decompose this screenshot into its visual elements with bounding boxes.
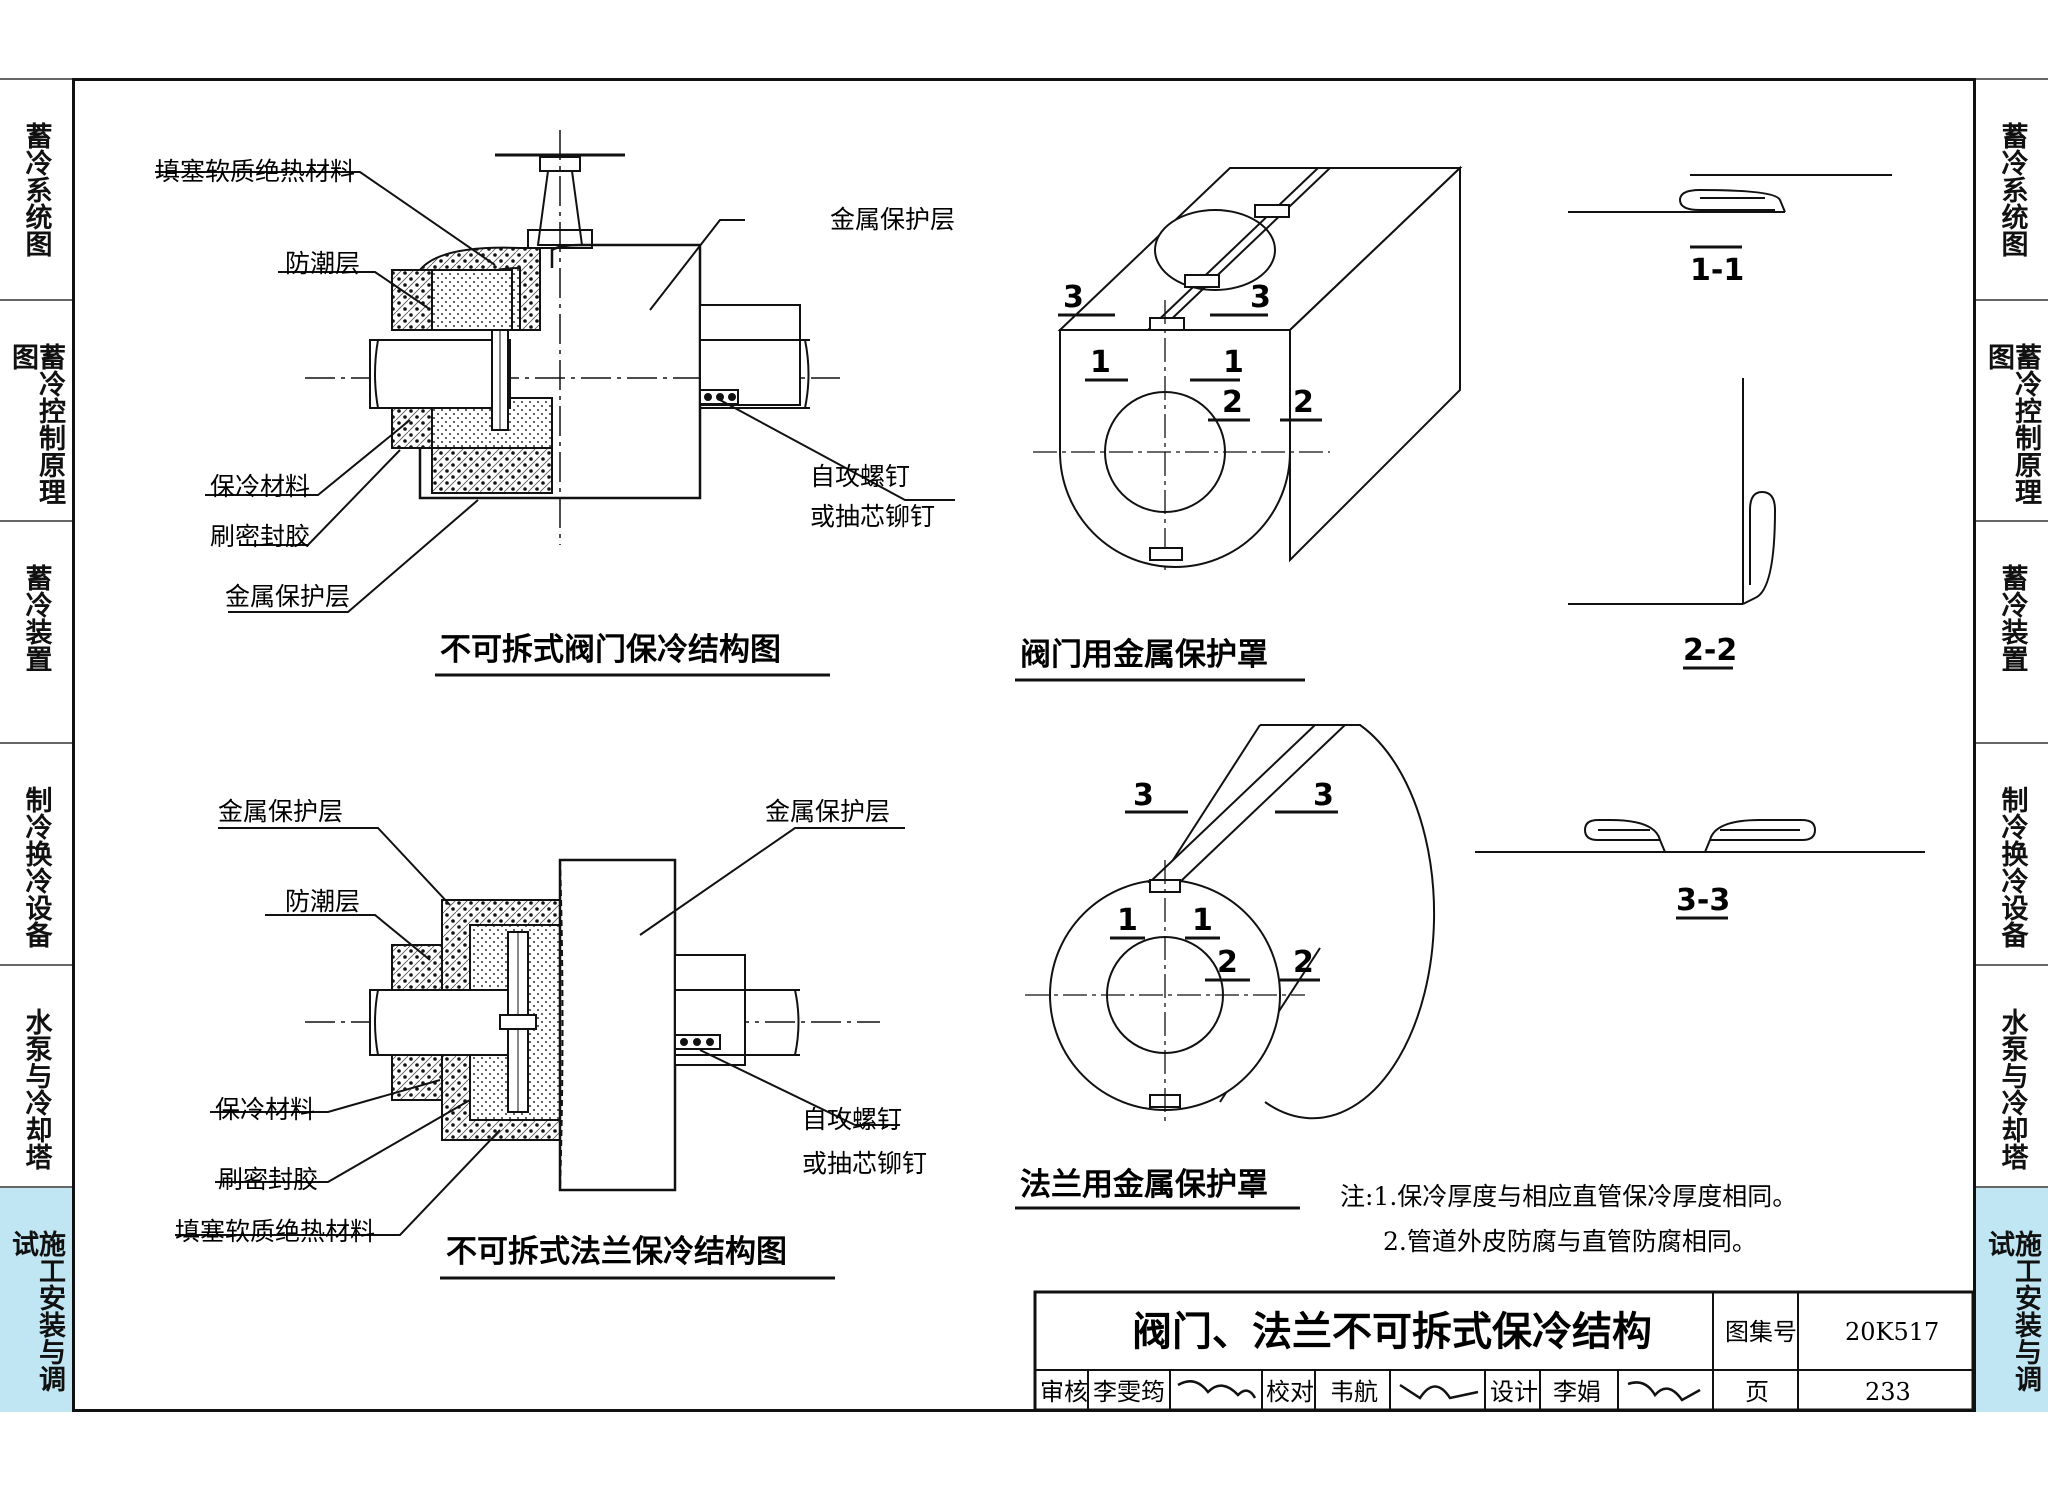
side-tab-label: 制冷换冷设备	[1996, 786, 2028, 948]
page-label: 页	[1745, 1378, 1769, 1406]
side-tab-label: 蓄冷控制原理图	[7, 343, 65, 505]
note-2: 2.管道外皮防腐与直管防腐相同。	[1383, 1227, 1757, 1256]
side-tab-4[interactable]: 制冷换冷设备	[1976, 742, 2048, 964]
drawing-title: 阀门、法兰不可拆式保冷结构	[1132, 1309, 1652, 1355]
valve-section-title: 不可拆式阀门保冷结构图	[440, 632, 781, 668]
side-tab-label: 蓄冷系统图	[1996, 122, 2028, 257]
mark-2: 2	[1217, 945, 1238, 980]
flange-cover-labels: 3 3 1 1 2 2 法兰用金属保护罩	[1015, 778, 1334, 1210]
side-tab-2[interactable]: 蓄冷控制原理图	[1976, 299, 2048, 520]
label-insulation: 保冷材料	[210, 472, 310, 501]
label-metal-right: 金属保护层	[765, 797, 890, 826]
design-label: 设计	[1490, 1378, 1538, 1406]
side-tab-6[interactable]: 施工安装与调试	[1976, 1186, 2048, 1412]
side-tab-label: 蓄冷装置	[20, 564, 52, 672]
section-label-1-1: 1-1	[1690, 253, 1744, 288]
label-sealant: 刷密封胶	[218, 1165, 318, 1194]
flange-section-title: 不可拆式法兰保冷结构图	[446, 1234, 787, 1270]
valve-insulation-drawing	[155, 130, 955, 613]
side-tab-1[interactable]: 蓄冷系统图	[0, 78, 72, 299]
label-moisture: 防潮层	[285, 887, 360, 916]
label-metal-bottom: 金属保护层	[225, 582, 350, 611]
label-screw: 自攻螺钉	[810, 462, 910, 491]
side-tab-label: 蓄冷系统图	[20, 122, 52, 257]
label-screw: 自攻螺钉	[802, 1105, 902, 1134]
drawing-frame	[72, 78, 1976, 1412]
section-2-2-detail	[1568, 378, 1777, 605]
side-tab-3[interactable]: 蓄冷装置	[1976, 520, 2048, 742]
valve-cover-labels: 3 3 1 1 2 2 阀门用金属保护罩	[1015, 280, 1314, 682]
page-number: 233	[1865, 1378, 1911, 1406]
check-label: 校对	[1266, 1378, 1314, 1406]
label-moisture: 防潮层	[285, 249, 360, 278]
flange-insulation-drawing	[175, 827, 905, 1236]
label-filler: 填塞软质绝热材料	[155, 157, 355, 186]
flange-labels: 金属保护层 金属保护层 防潮层 保冷材料 刷密封胶 填塞软质绝热材料 自攻螺钉 …	[175, 797, 927, 1280]
designer-name: 李娟	[1553, 1378, 1601, 1406]
flange-cover-title: 法兰用金属保护罩	[1020, 1167, 1268, 1203]
side-tab-2[interactable]: 蓄冷控制原理图	[0, 299, 72, 520]
mark-3: 3	[1133, 778, 1154, 813]
mark-2: 2	[1293, 945, 1314, 980]
side-tab-label: 蓄冷控制原理图	[1983, 343, 2041, 505]
valve-cover-drawing	[1033, 165, 1463, 570]
atlas-label: 图集号	[1725, 1318, 1797, 1346]
label-sealant: 刷密封胶	[210, 522, 310, 551]
mark-2: 2	[1293, 385, 1314, 420]
section-1-1-detail	[1568, 174, 1892, 249]
mark-1: 1	[1223, 345, 1244, 380]
side-tab-label: 制冷换冷设备	[20, 786, 52, 948]
atlas-number: 20K517	[1845, 1318, 1939, 1346]
title-block	[1033, 1290, 1975, 1412]
label-metal-top: 金属保护层	[830, 205, 955, 234]
side-tab-label: 施工安装与调试	[7, 1230, 65, 1392]
side-tab-label: 施工安装与调试	[1983, 1230, 2041, 1392]
label-filler: 填塞软质绝热材料	[175, 1217, 375, 1246]
title-block-text: 阀门、法兰不可拆式保冷结构 图集号 20K517 审核 李雯筠 校对 韦航 设计…	[1040, 1309, 1939, 1406]
side-tab-label: 水泵与冷却塔	[1996, 1008, 2028, 1170]
section-3-3-detail	[1475, 819, 1925, 853]
side-tab-label: 水泵与冷却塔	[20, 1008, 52, 1170]
mark-1: 1	[1192, 903, 1213, 938]
label-rivet: 或抽芯铆钉	[802, 1149, 927, 1178]
checker-name: 韦航	[1330, 1378, 1378, 1406]
mark-1: 1	[1090, 345, 1111, 380]
mark-3: 3	[1313, 778, 1334, 813]
mark-3: 3	[1063, 280, 1084, 315]
review-label: 审核	[1040, 1378, 1088, 1406]
note-1: 注:1.保冷厚度与相应直管保冷厚度相同。	[1340, 1182, 1797, 1211]
mark-2: 2	[1222, 385, 1243, 420]
mark-1: 1	[1117, 903, 1138, 938]
mark-3: 3	[1250, 280, 1271, 315]
side-tab-4[interactable]: 制冷换冷设备	[0, 742, 72, 964]
side-tab-6[interactable]: 施工安装与调试	[0, 1186, 72, 1412]
side-tab-5[interactable]: 水泵与冷却塔	[1976, 964, 2048, 1186]
label-insulation: 保冷材料	[215, 1095, 315, 1124]
label-rivet: 或抽芯铆钉	[810, 502, 935, 531]
valve-cover-title: 阀门用金属保护罩	[1020, 637, 1268, 673]
flange-cover-drawing	[1025, 724, 1436, 1125]
reviewer-name: 李雯筠	[1093, 1378, 1165, 1406]
section-label-3-3: 3-3	[1676, 883, 1730, 918]
section-label-2-2: 2-2	[1683, 633, 1737, 668]
side-tab-3[interactable]: 蓄冷装置	[0, 520, 72, 742]
side-tab-1[interactable]: 蓄冷系统图	[1976, 78, 2048, 299]
side-tab-5[interactable]: 水泵与冷却塔	[0, 964, 72, 1186]
valve-labels: 填塞软质绝热材料 防潮层 金属保护层 保冷材料 刷密封胶 金属保护层 自攻螺钉 …	[155, 157, 955, 677]
side-tab-label: 蓄冷装置	[1996, 564, 2028, 672]
label-metal-left: 金属保护层	[218, 797, 343, 826]
